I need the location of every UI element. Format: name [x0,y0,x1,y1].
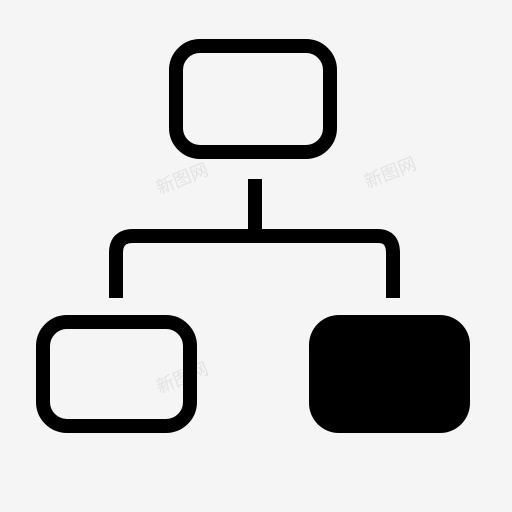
top-node-outline [169,39,337,159]
connector-lines [109,179,400,298]
right-node-filled [309,315,470,433]
left-node-outline [36,315,197,433]
